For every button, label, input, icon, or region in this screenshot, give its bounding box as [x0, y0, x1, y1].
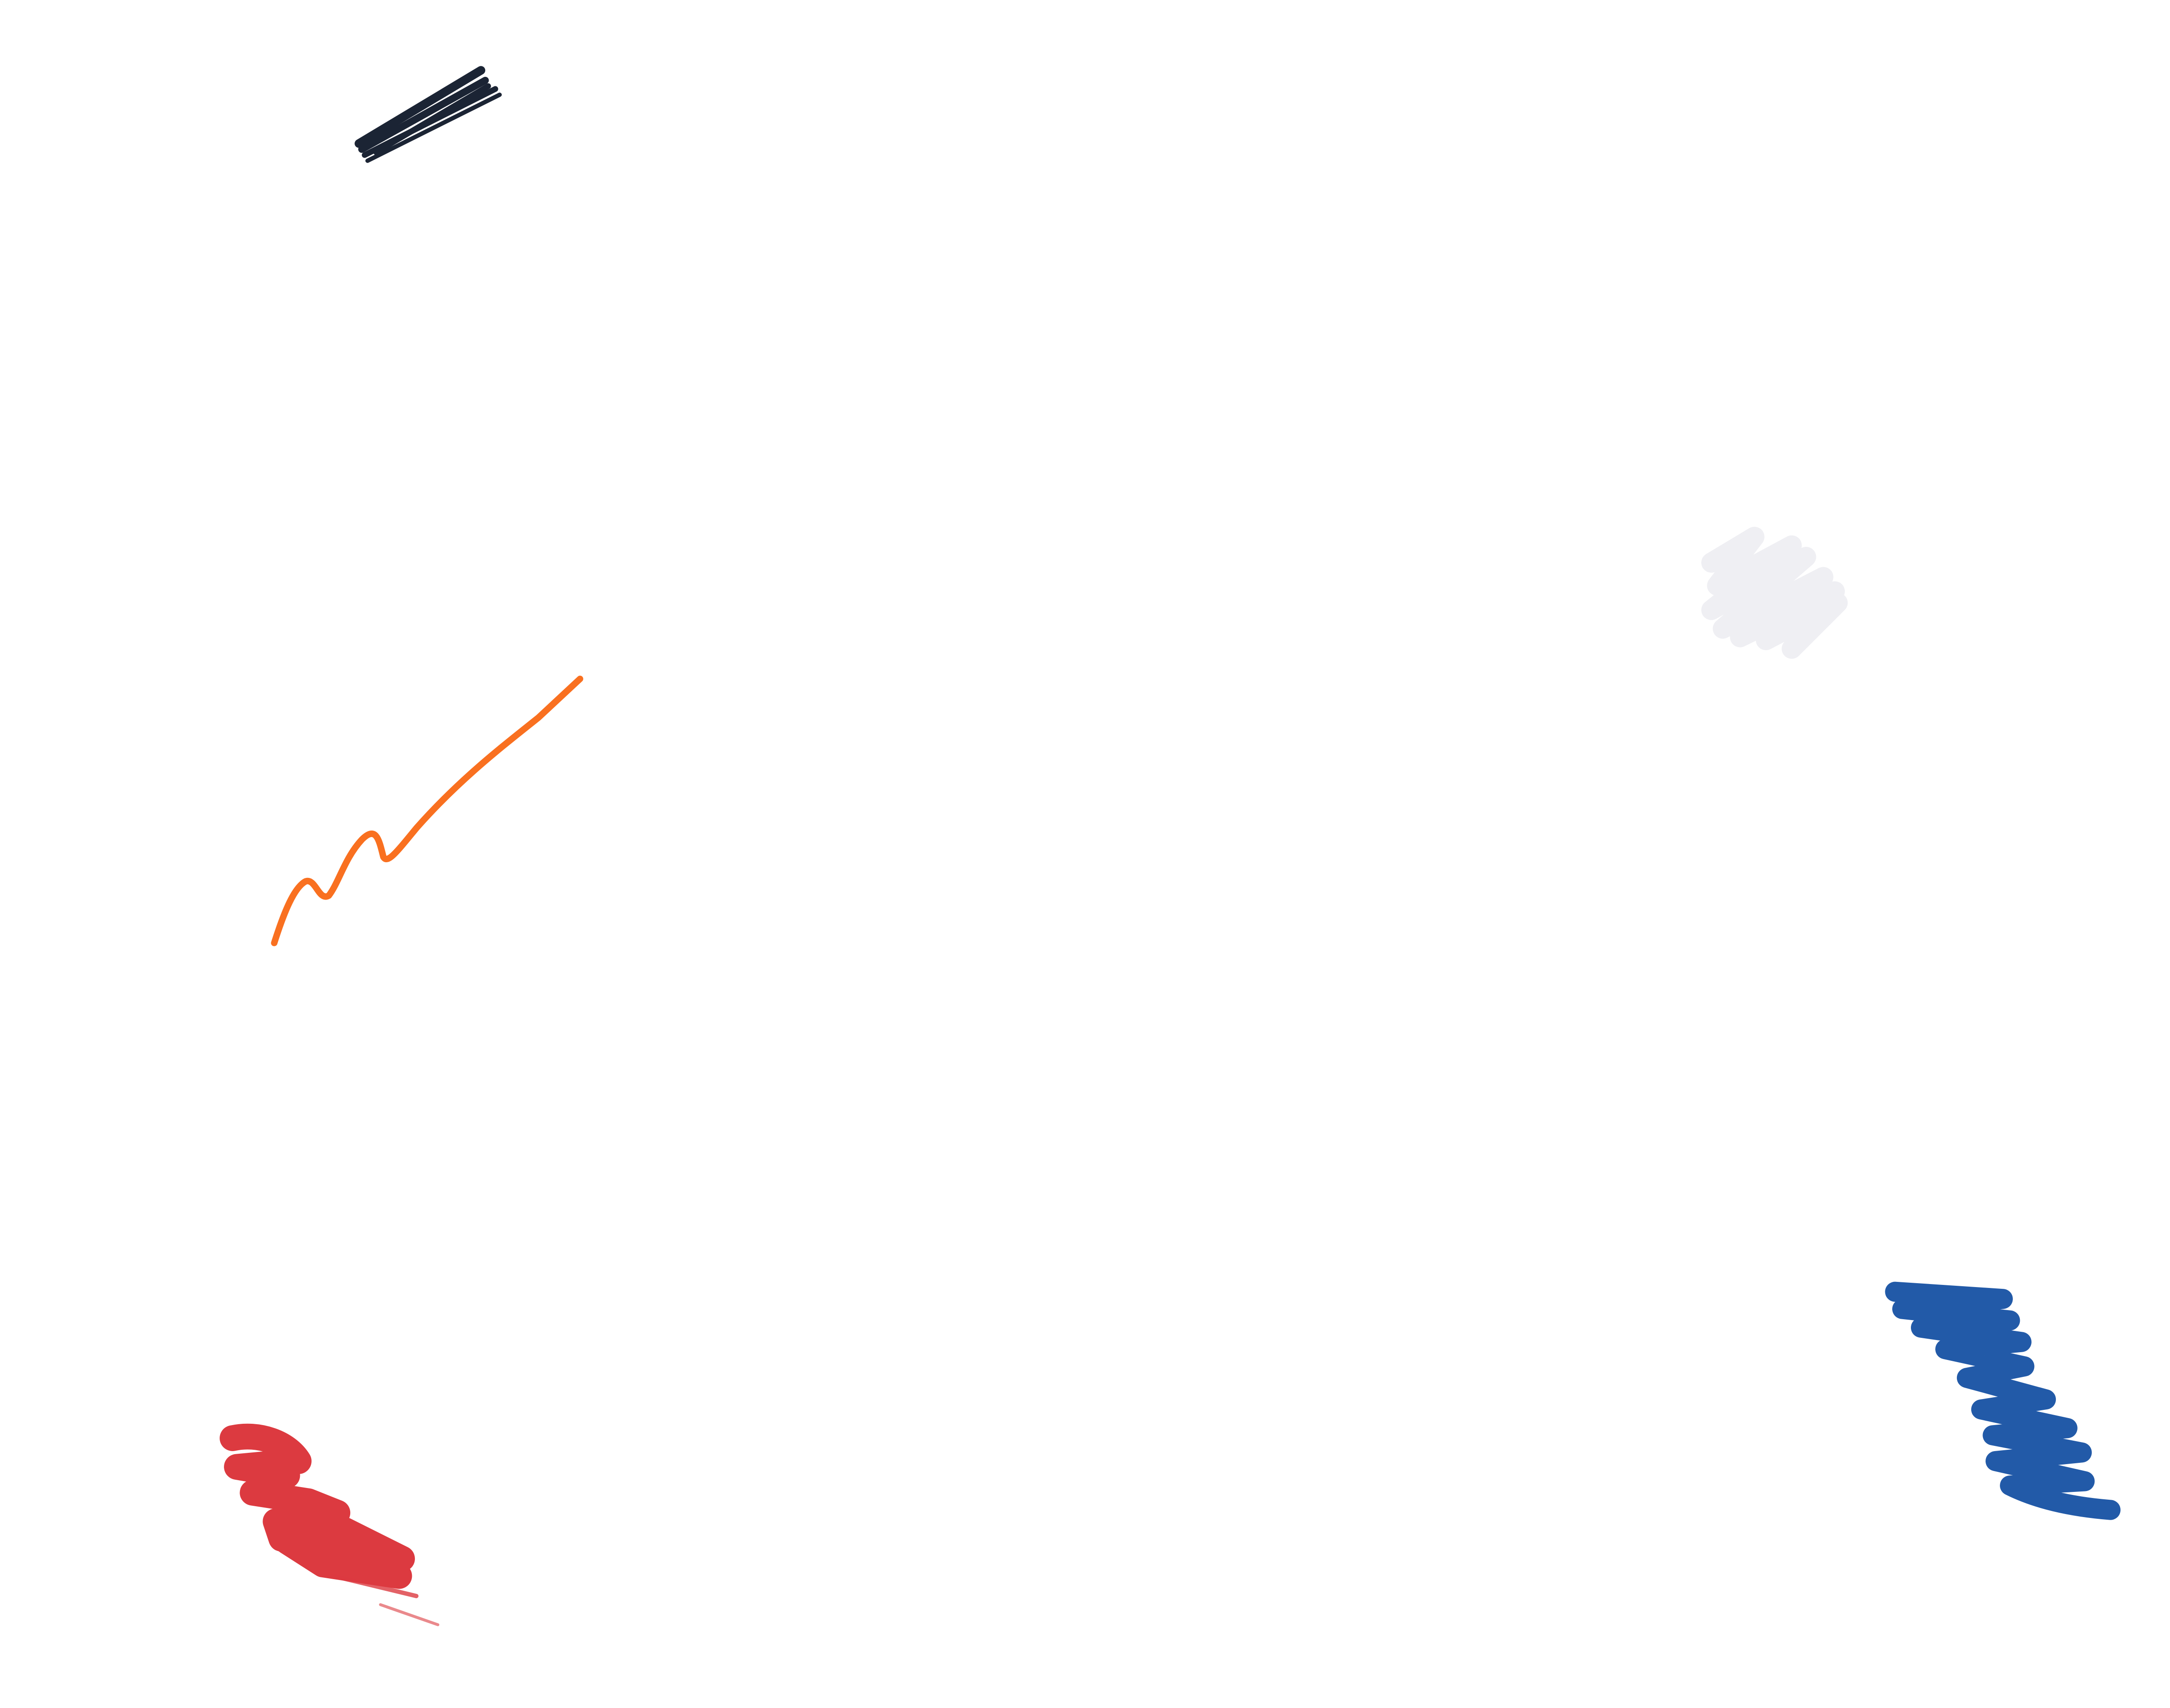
- blue-zigzag[interactable]: [1885, 1281, 2121, 1520]
- dark-navy-scribble[interactable]: [355, 66, 502, 163]
- red-brush-stroke[interactable]: [220, 1423, 440, 1626]
- light-gray-scribble[interactable]: [1701, 526, 1848, 659]
- orange-line[interactable]: [271, 676, 583, 946]
